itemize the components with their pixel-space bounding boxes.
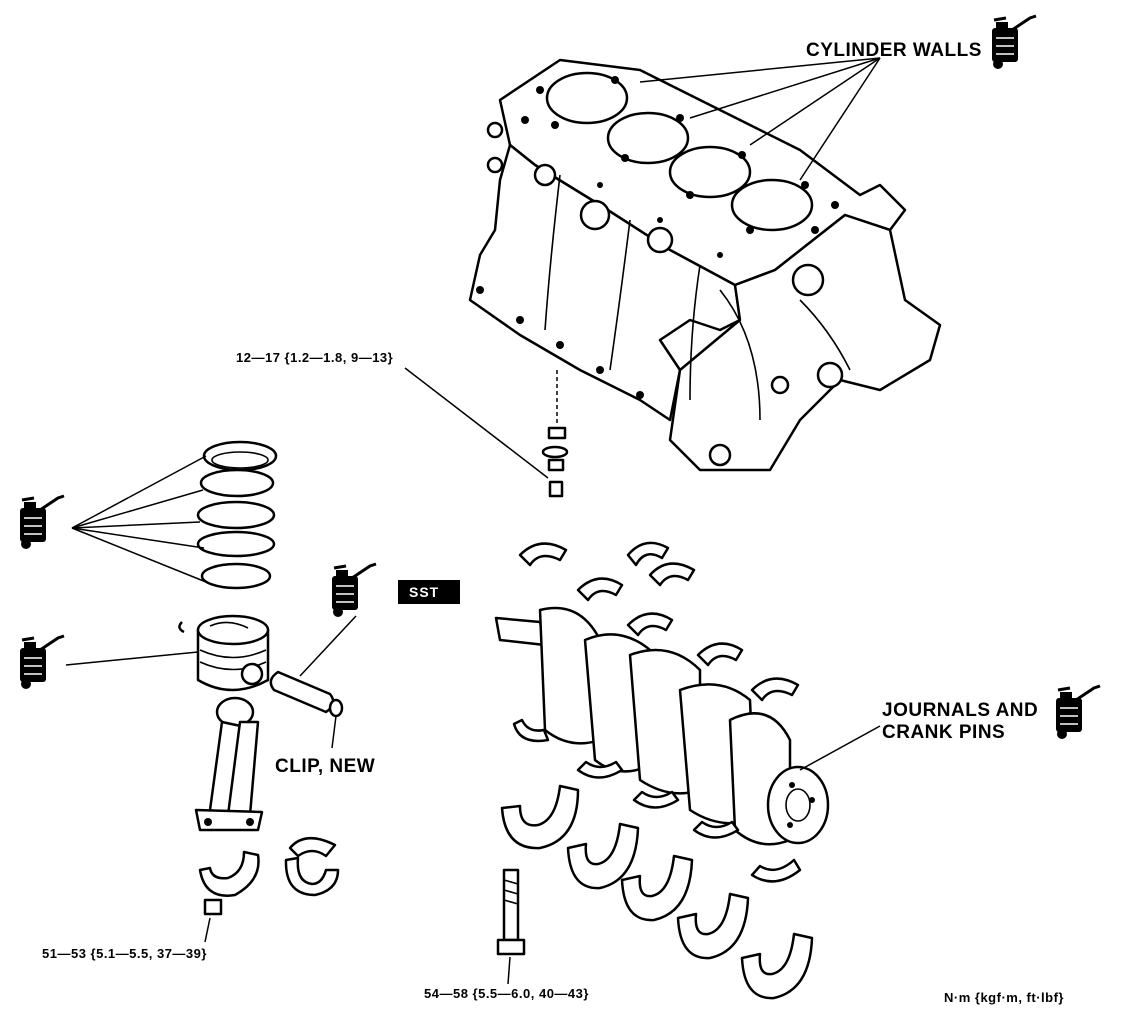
oil-jet-assembly: [541, 370, 569, 498]
clip-leader: [331, 715, 337, 749]
units-label: N·m {kgf·m, ft·lbf}: [944, 990, 1064, 1005]
oil-can-icon: [330, 562, 378, 619]
main-bearing-caps: [500, 784, 814, 1000]
pin-oil-leader: [299, 615, 357, 677]
oil-can-icon: [990, 14, 1038, 71]
cylinder-block: [468, 58, 942, 472]
main-torque-label: 54—58 {5.5—6.0, 40—43}: [424, 986, 589, 1001]
main-torque-leader: [507, 956, 511, 985]
piston: [178, 614, 270, 692]
oil-jet-torque-label: 12—17 {1.2—1.8, 9—13}: [236, 350, 393, 365]
oil-can-icon: [1054, 684, 1102, 741]
crankshaft: [494, 606, 830, 846]
conrod-bearing: [284, 837, 340, 897]
piston-pin: [269, 670, 344, 718]
main-cap-bolt: [496, 868, 526, 956]
rings-oil-leaders: [71, 455, 207, 583]
journals-leader: [799, 725, 881, 771]
conrod-cap: [198, 850, 260, 916]
cylinder-walls-leaders: [639, 57, 881, 181]
clip-new-label: CLIP, NEW: [275, 756, 375, 777]
oil-jet-leader: [404, 367, 549, 479]
piston-rings: [196, 440, 278, 590]
piston-oil-leader: [65, 651, 199, 666]
oil-can-icon: [18, 494, 66, 551]
oil-can-icon: [18, 634, 66, 691]
upper-main-bearings: [518, 541, 800, 702]
conrod-torque-leader: [204, 917, 211, 943]
conrod-torque-label: 51—53 {5.1—5.5, 37—39}: [42, 946, 207, 961]
lower-main-bearings: [512, 718, 802, 883]
connecting-rod: [194, 696, 264, 832]
cylinder-walls-label: CYLINDER WALLS: [806, 40, 982, 61]
journals-label-line1: JOURNALS AND: [882, 700, 1038, 721]
sst-badge: SST: [398, 580, 460, 604]
journals-label-line2: CRANK PINS: [882, 722, 1005, 743]
sst-label: SST: [409, 584, 439, 600]
